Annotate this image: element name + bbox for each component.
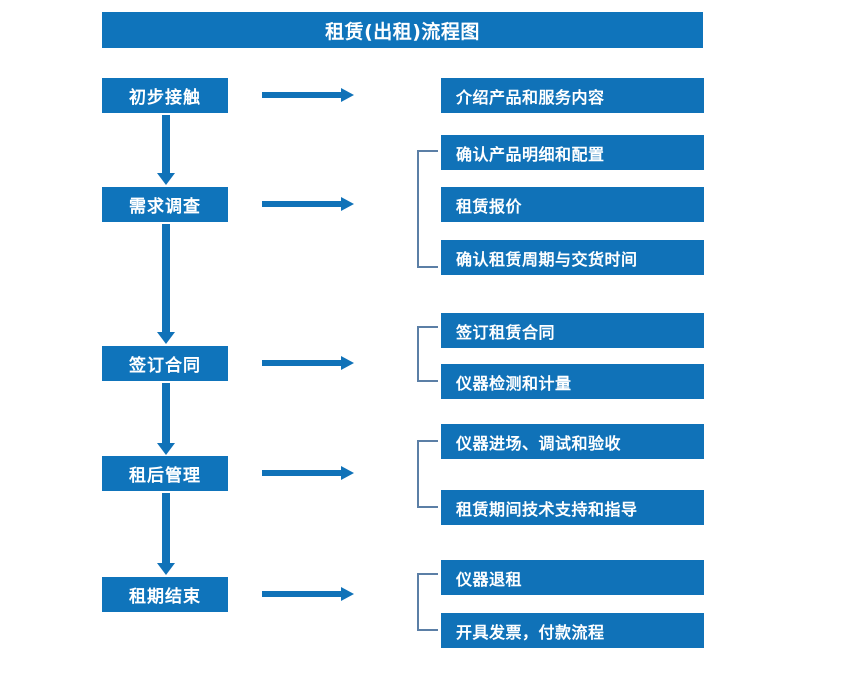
arrow-stem bbox=[262, 360, 342, 366]
arrow-stem bbox=[162, 383, 170, 443]
arrow-head bbox=[341, 466, 354, 480]
arrow-head bbox=[157, 173, 175, 185]
bracket-termination bbox=[417, 573, 438, 631]
arrow-management-to-end-icon bbox=[157, 493, 175, 575]
arrow-contract-to-management-icon bbox=[157, 383, 175, 455]
arrow-head bbox=[341, 197, 354, 211]
arrow-head bbox=[341, 356, 354, 370]
bracket-contract bbox=[417, 326, 438, 382]
task-box-4[interactable]: 确认租赁周期与交货时间 bbox=[441, 240, 704, 275]
bracket-postrental bbox=[417, 440, 438, 508]
task-box-5[interactable]: 签订租赁合同 bbox=[441, 313, 704, 348]
stage-box-5[interactable]: 租期结束 bbox=[102, 577, 228, 612]
arrow-stem bbox=[162, 493, 170, 563]
arrow-stem bbox=[162, 115, 170, 173]
task-box-3[interactable]: 租赁报价 bbox=[441, 187, 704, 222]
arrow-head bbox=[157, 332, 175, 344]
bracket-requirements bbox=[417, 150, 438, 268]
arrow-stem bbox=[262, 591, 342, 597]
arrow-stem bbox=[162, 224, 170, 332]
arrow-survey-to-contract-icon bbox=[157, 224, 175, 344]
task-box-7[interactable]: 仪器进场、调试和验收 bbox=[441, 424, 704, 459]
task-box-6[interactable]: 仪器检测和计量 bbox=[441, 364, 704, 399]
arrow-head bbox=[341, 587, 354, 601]
arrow-head bbox=[157, 443, 175, 455]
task-box-9[interactable]: 仪器退租 bbox=[441, 560, 704, 595]
arrow-contract-to-tasks-icon bbox=[262, 356, 354, 370]
stage-box-2[interactable]: 需求调查 bbox=[102, 187, 228, 222]
arrow-stem bbox=[262, 201, 342, 207]
arrow-management-to-tasks-icon bbox=[262, 466, 354, 480]
stage-box-3[interactable]: 签订合同 bbox=[102, 346, 228, 381]
task-box-2[interactable]: 确认产品明细和配置 bbox=[441, 135, 704, 170]
arrow-contact-to-survey-icon bbox=[157, 115, 175, 185]
arrow-head bbox=[157, 563, 175, 575]
stage-box-1[interactable]: 初步接触 bbox=[102, 78, 228, 113]
stage-box-4[interactable]: 租后管理 bbox=[102, 456, 228, 491]
task-box-8[interactable]: 租赁期间技术支持和指导 bbox=[441, 490, 704, 525]
arrow-head bbox=[341, 88, 354, 102]
arrow-stem bbox=[262, 92, 342, 98]
arrow-survey-to-tasks-icon bbox=[262, 197, 354, 211]
arrow-stem bbox=[262, 470, 342, 476]
task-box-10[interactable]: 开具发票，付款流程 bbox=[441, 613, 704, 648]
arrow-end-to-tasks-icon bbox=[262, 587, 354, 601]
flowchart-title: 租赁(出租)流程图 bbox=[102, 12, 703, 48]
task-box-1[interactable]: 介绍产品和服务内容 bbox=[441, 78, 704, 113]
arrow-contact-to-tasks-icon bbox=[262, 88, 354, 102]
